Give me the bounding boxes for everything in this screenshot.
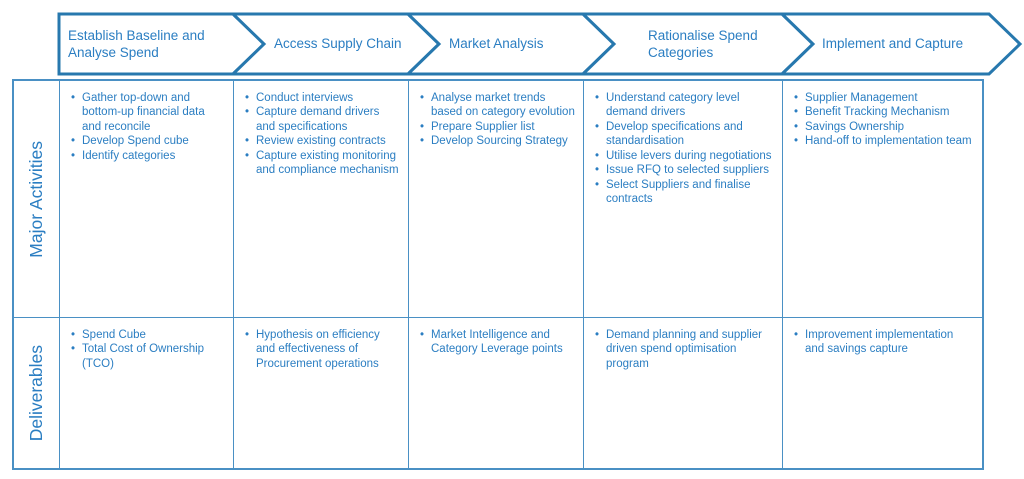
activities-cell-establish-baseline: Gather top-down and bottom-up financial … [59, 81, 233, 317]
bullet-item: Issue RFQ to selected suppliers [593, 163, 774, 178]
phase-label-market-analysis: Market Analysis [449, 36, 544, 52]
deliverables-list: Spend CubeTotal Cost of Ownership (TCO) [69, 328, 225, 371]
activities-list: Gather top-down and bottom-up financial … [69, 91, 225, 164]
activities-list: Supplier ManagementBenefit Tracking Mech… [792, 91, 974, 149]
bullet-item: Hand-off to implementation team [792, 134, 974, 149]
bullet-item: Improvement implementation and savings c… [792, 328, 974, 357]
process-matrix: Major Activities Gather top-down and bot… [12, 79, 984, 470]
bullet-item: Demand planning and supplier driven spen… [593, 328, 774, 371]
deliverables-list: Demand planning and supplier driven spen… [593, 328, 774, 371]
bullet-item: Prepare Supplier list [418, 120, 575, 135]
row-label-major-activities: Major Activities [26, 140, 46, 258]
deliverables-list: Improvement implementation and savings c… [792, 328, 974, 357]
bullet-item: Total Cost of Ownership (TCO) [69, 342, 225, 371]
bullet-item: Understand category level demand drivers [593, 91, 774, 120]
phase-label-establish-baseline: Establish Baseline and Analyse Spend [68, 27, 205, 60]
chevron-shape-5 [778, 12, 1023, 76]
phase-chevron-band: Establish Baseline and Analyse Spend Acc… [0, 0, 1024, 90]
deliverables-cell-establish-baseline: Spend CubeTotal Cost of Ownership (TCO) [59, 317, 233, 468]
bullet-item: Market Intelligence and Category Leverag… [418, 328, 575, 357]
activities-cell-market-analysis: Analyse market trends based on category … [408, 81, 583, 317]
activities-list: Conduct interviewsCapture demand drivers… [243, 91, 400, 178]
bullet-item: Develop Sourcing Strategy [418, 134, 575, 149]
deliverables-list: Hypothesis on efficiency and effectivene… [243, 328, 400, 371]
bullet-item: Select Suppliers and finalise contracts [593, 178, 774, 207]
bullet-item: Develop Spend cube [69, 134, 225, 149]
activities-cell-access-supply-chain: Conduct interviewsCapture demand drivers… [233, 81, 408, 317]
activities-list: Understand category level demand drivers… [593, 91, 774, 207]
phase-label-implement-capture: Implement and Capture [822, 36, 964, 52]
bullet-item: Conduct interviews [243, 91, 400, 106]
bullet-item: Hypothesis on efficiency and effectivene… [243, 328, 400, 371]
activities-cell-rationalise-spend: Understand category level demand drivers… [583, 81, 782, 317]
deliverables-cell-market-analysis: Market Intelligence and Category Leverag… [408, 317, 583, 468]
bullet-item: Savings Ownership [792, 120, 974, 135]
bullet-item: Utilise levers during negotiations [593, 149, 774, 164]
activities-cell-implement-capture: Supplier ManagementBenefit Tracking Mech… [782, 81, 982, 317]
bullet-item: Benefit Tracking Mechanism [792, 105, 974, 120]
chevron-shapes [57, 12, 1023, 76]
row-label-deliverables: Deliverables [26, 344, 46, 442]
row-header-major-activities: Major Activities [14, 81, 59, 317]
bullet-item: Develop specifications and standardisati… [593, 120, 774, 149]
bullet-item: Review existing contracts [243, 134, 400, 149]
bullet-item: Identify categories [69, 149, 225, 164]
deliverables-list: Market Intelligence and Category Leverag… [418, 328, 575, 357]
bullet-item: Analyse market trends based on category … [418, 91, 575, 120]
phase-label-access-supply-chain: Access Supply Chain [274, 36, 402, 52]
deliverables-cell-implement-capture: Improvement implementation and savings c… [782, 317, 982, 468]
bullet-item: Supplier Management [792, 91, 974, 106]
deliverables-cell-access-supply-chain: Hypothesis on efficiency and effectivene… [233, 317, 408, 468]
deliverables-cell-rationalise-spend: Demand planning and supplier driven spen… [583, 317, 782, 468]
bullet-item: Spend Cube [69, 328, 225, 343]
activities-list: Analyse market trends based on category … [418, 91, 575, 149]
bullet-item: Gather top-down and bottom-up financial … [69, 91, 225, 134]
bullet-item: Capture demand drivers and specification… [243, 105, 400, 134]
row-header-deliverables: Deliverables [14, 317, 59, 468]
bullet-item: Capture existing monitoring and complian… [243, 149, 400, 178]
phase-label-rationalise-spend: Rationalise Spend Categories [648, 27, 758, 60]
